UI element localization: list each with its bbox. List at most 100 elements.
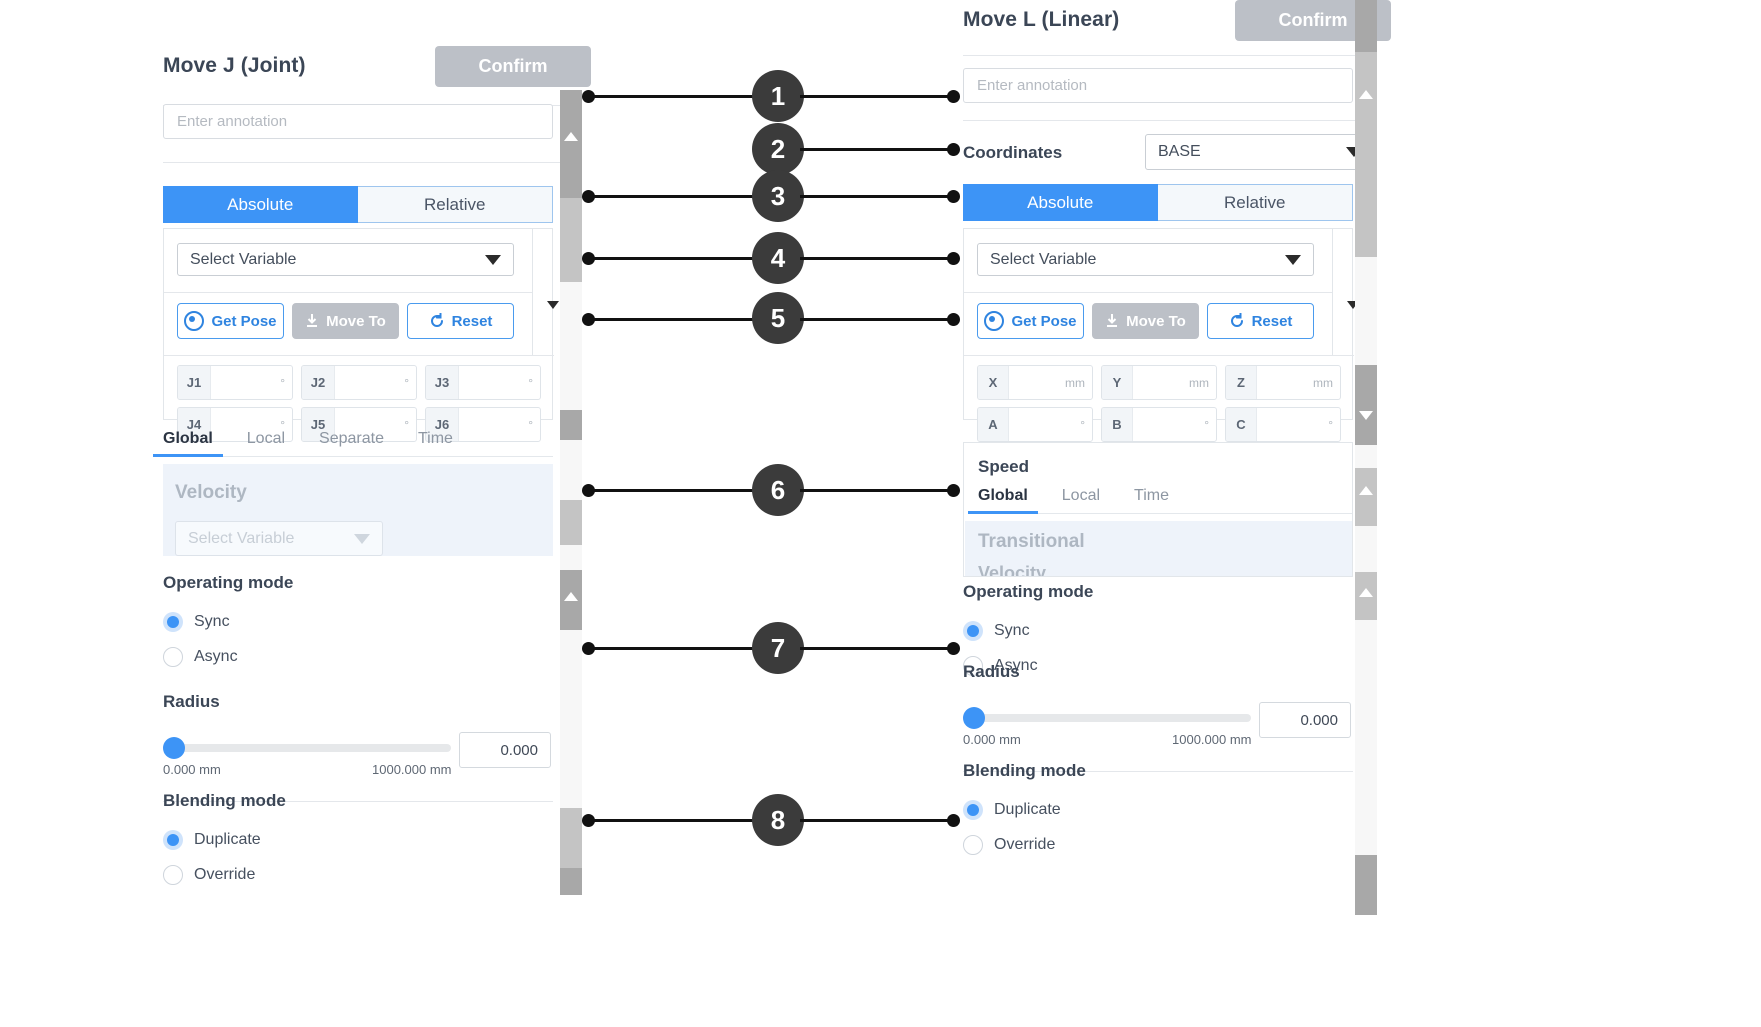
field-y[interactable]: Y mm <box>1101 365 1217 400</box>
tab-local[interactable]: Local <box>1061 487 1101 504</box>
field-unit: ° <box>528 375 533 390</box>
radio-sync[interactable]: Sync <box>163 612 553 632</box>
radio-async[interactable]: Async <box>163 647 553 667</box>
field-z[interactable]: Z mm <box>1225 365 1341 400</box>
velocity-select[interactable]: Select Variable <box>175 521 383 556</box>
callout-line-right <box>800 489 952 492</box>
tab-absolute[interactable]: Absolute <box>963 184 1158 221</box>
scroll-up-icon[interactable] <box>1359 588 1373 597</box>
expand-more-icon[interactable] <box>547 301 559 309</box>
get-pose-button[interactable]: Get Pose <box>977 303 1084 339</box>
tab-local[interactable]: Local <box>246 430 286 447</box>
radio-sync[interactable]: Sync <box>963 621 1353 641</box>
field-label: J2 <box>302 366 335 399</box>
blending-mode-heading: Blending mode <box>963 761 1086 780</box>
pose-row: A ° B ° C ° <box>977 407 1341 442</box>
radio-override[interactable]: Override <box>963 835 1353 855</box>
get-pose-label: Get Pose <box>1011 312 1077 330</box>
scrollbar-thumb[interactable] <box>560 570 582 630</box>
reset-button[interactable]: Reset <box>407 303 514 339</box>
tab-global[interactable]: Global <box>153 430 223 457</box>
radius-slider[interactable] <box>963 707 1251 729</box>
scrollbar-thumb[interactable] <box>1355 365 1377 445</box>
speed-tabs[interactable]: Global Local Time <box>968 487 1352 514</box>
left-scrollbar[interactable] <box>560 90 582 895</box>
radius-value-input[interactable]: 0.000 <box>459 732 551 768</box>
scrollbar-thumb[interactable] <box>560 500 582 545</box>
tab-global[interactable]: Global <box>968 487 1038 514</box>
header-divider <box>963 55 1371 56</box>
tab-time[interactable]: Time <box>1134 487 1169 504</box>
variable-select[interactable]: Select Variable <box>977 243 1314 276</box>
scroll-up-icon[interactable] <box>564 132 578 141</box>
scroll-up-icon[interactable] <box>1359 486 1373 495</box>
field-x[interactable]: X mm <box>977 365 1093 400</box>
tab-time[interactable]: Time <box>417 430 453 447</box>
scrollbar-thumb[interactable] <box>1355 52 1377 257</box>
tab-absolute[interactable]: Absolute <box>163 186 358 223</box>
field-label: J3 <box>426 366 459 399</box>
slider-handle[interactable] <box>163 737 185 759</box>
radio-async[interactable]: Async <box>963 656 1353 676</box>
variable-select-value: Select Variable <box>990 250 1097 268</box>
scroll-down-icon[interactable] <box>1359 411 1373 420</box>
field-label: Y <box>1102 366 1133 399</box>
reset-button[interactable]: Reset <box>1207 303 1314 339</box>
get-pose-button[interactable]: Get Pose <box>177 303 284 339</box>
scrollbar-thumb[interactable] <box>560 198 582 282</box>
annotation-input[interactable]: Enter annotation <box>963 68 1353 103</box>
annotation-input[interactable]: Enter annotation <box>163 104 553 139</box>
confirm-button[interactable]: Confirm <box>435 46 591 87</box>
field-a[interactable]: A ° <box>977 407 1093 442</box>
callout-line-left <box>588 318 758 321</box>
callout-dot-right <box>947 143 960 156</box>
radio-duplicate[interactable]: Duplicate <box>963 800 1353 820</box>
radius-divider <box>163 801 553 802</box>
radio-override[interactable]: Override <box>163 865 553 885</box>
scrollbar-thumb[interactable] <box>560 868 582 895</box>
scrollbar-thumb[interactable] <box>1355 572 1377 620</box>
buttons-divider <box>964 355 1354 356</box>
scroll-up-icon[interactable] <box>564 592 578 601</box>
field-unit: mm <box>1189 375 1209 390</box>
tab-separate[interactable]: Separate <box>319 430 384 447</box>
scrollbar-thumb[interactable] <box>560 410 582 440</box>
callout-line-right <box>800 95 952 98</box>
mode-toggle[interactable]: Absolute Relative <box>163 186 553 223</box>
scrollbar-thumb[interactable] <box>1355 468 1377 526</box>
field-j4[interactable]: J4 ° <box>177 407 293 442</box>
variable-box: Select Variable Get Pose Move To <box>163 228 559 442</box>
field-label: J5 <box>302 408 335 441</box>
coordinates-select[interactable]: BASE <box>1145 134 1375 170</box>
variable-box: Select Variable Get Pose Move To <box>963 228 1359 442</box>
callout-line-right <box>800 647 952 650</box>
radius-value-input[interactable]: 0.000 <box>1259 702 1351 738</box>
speed-tabs[interactable]: Global Local Separate Time <box>153 430 553 457</box>
move-to-button[interactable]: Move To <box>292 303 399 339</box>
radio-duplicate[interactable]: Duplicate <box>163 830 553 850</box>
tab-relative[interactable]: Relative <box>357 186 553 223</box>
field-j5[interactable]: J5 ° <box>301 407 417 442</box>
variable-select[interactable]: Select Variable <box>177 243 514 276</box>
field-c[interactable]: C ° <box>1225 407 1341 442</box>
move-to-button[interactable]: Move To <box>1092 303 1199 339</box>
scrollbar-thumb[interactable] <box>560 90 582 198</box>
field-b[interactable]: B ° <box>1101 407 1217 442</box>
scroll-up-icon[interactable] <box>1359 90 1373 99</box>
tab-relative[interactable]: Relative <box>1157 184 1353 221</box>
field-j2[interactable]: J2 ° <box>301 365 417 400</box>
right-scrollbar[interactable] <box>1355 0 1377 915</box>
field-j3[interactable]: J3 ° <box>425 365 541 400</box>
slider-handle[interactable] <box>963 707 985 729</box>
expand-more-icon[interactable] <box>1347 301 1359 309</box>
radius-max-label: 1000.000 mm <box>372 762 452 777</box>
scrollbar-thumb[interactable] <box>1355 855 1377 915</box>
varbox-vline <box>532 229 533 355</box>
field-j1[interactable]: J1 ° <box>177 365 293 400</box>
scrollbar-thumb[interactable] <box>1355 0 1377 52</box>
mode-toggle[interactable]: Absolute Relative <box>963 184 1353 221</box>
radio-icon <box>163 647 183 667</box>
scrollbar-thumb[interactable] <box>560 808 582 868</box>
field-j6[interactable]: J6 ° <box>425 407 541 442</box>
radius-slider[interactable] <box>163 737 451 759</box>
